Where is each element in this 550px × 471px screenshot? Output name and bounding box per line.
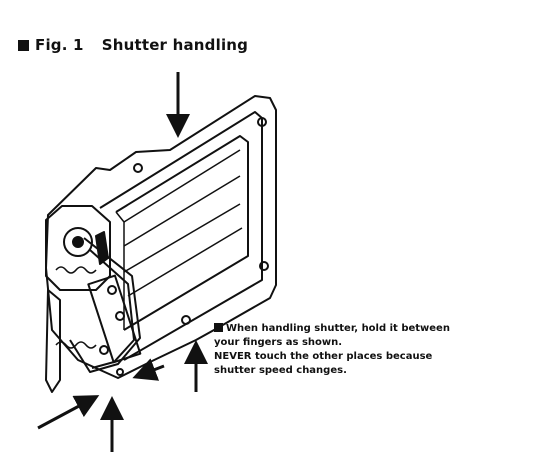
note-line-4: shutter speed changes. (214, 365, 347, 376)
grip-arrows (37, 72, 208, 452)
note-line-1: When handling shutter, hold it between (214, 322, 544, 336)
square-bullet-icon (18, 39, 29, 51)
square-bullet-icon (214, 323, 223, 332)
note-text-1: When handling shutter, hold it between (226, 323, 450, 334)
arrow-icon (37, 395, 100, 430)
figure-label: Fig. 1 (35, 36, 84, 54)
note-line-2: your fingers as shown. (214, 337, 343, 348)
note-line-3: NEVER touch the other places because (214, 351, 433, 362)
handling-note: When handling shutter, hold it between y… (214, 322, 544, 378)
figure-title: Fig. 1 Shutter handling (18, 36, 248, 54)
arrow-icon (132, 358, 165, 381)
figure-caption: Shutter handling (101, 36, 249, 54)
shutter-mechanism (45, 205, 142, 393)
shutter-plate (45, 95, 277, 379)
